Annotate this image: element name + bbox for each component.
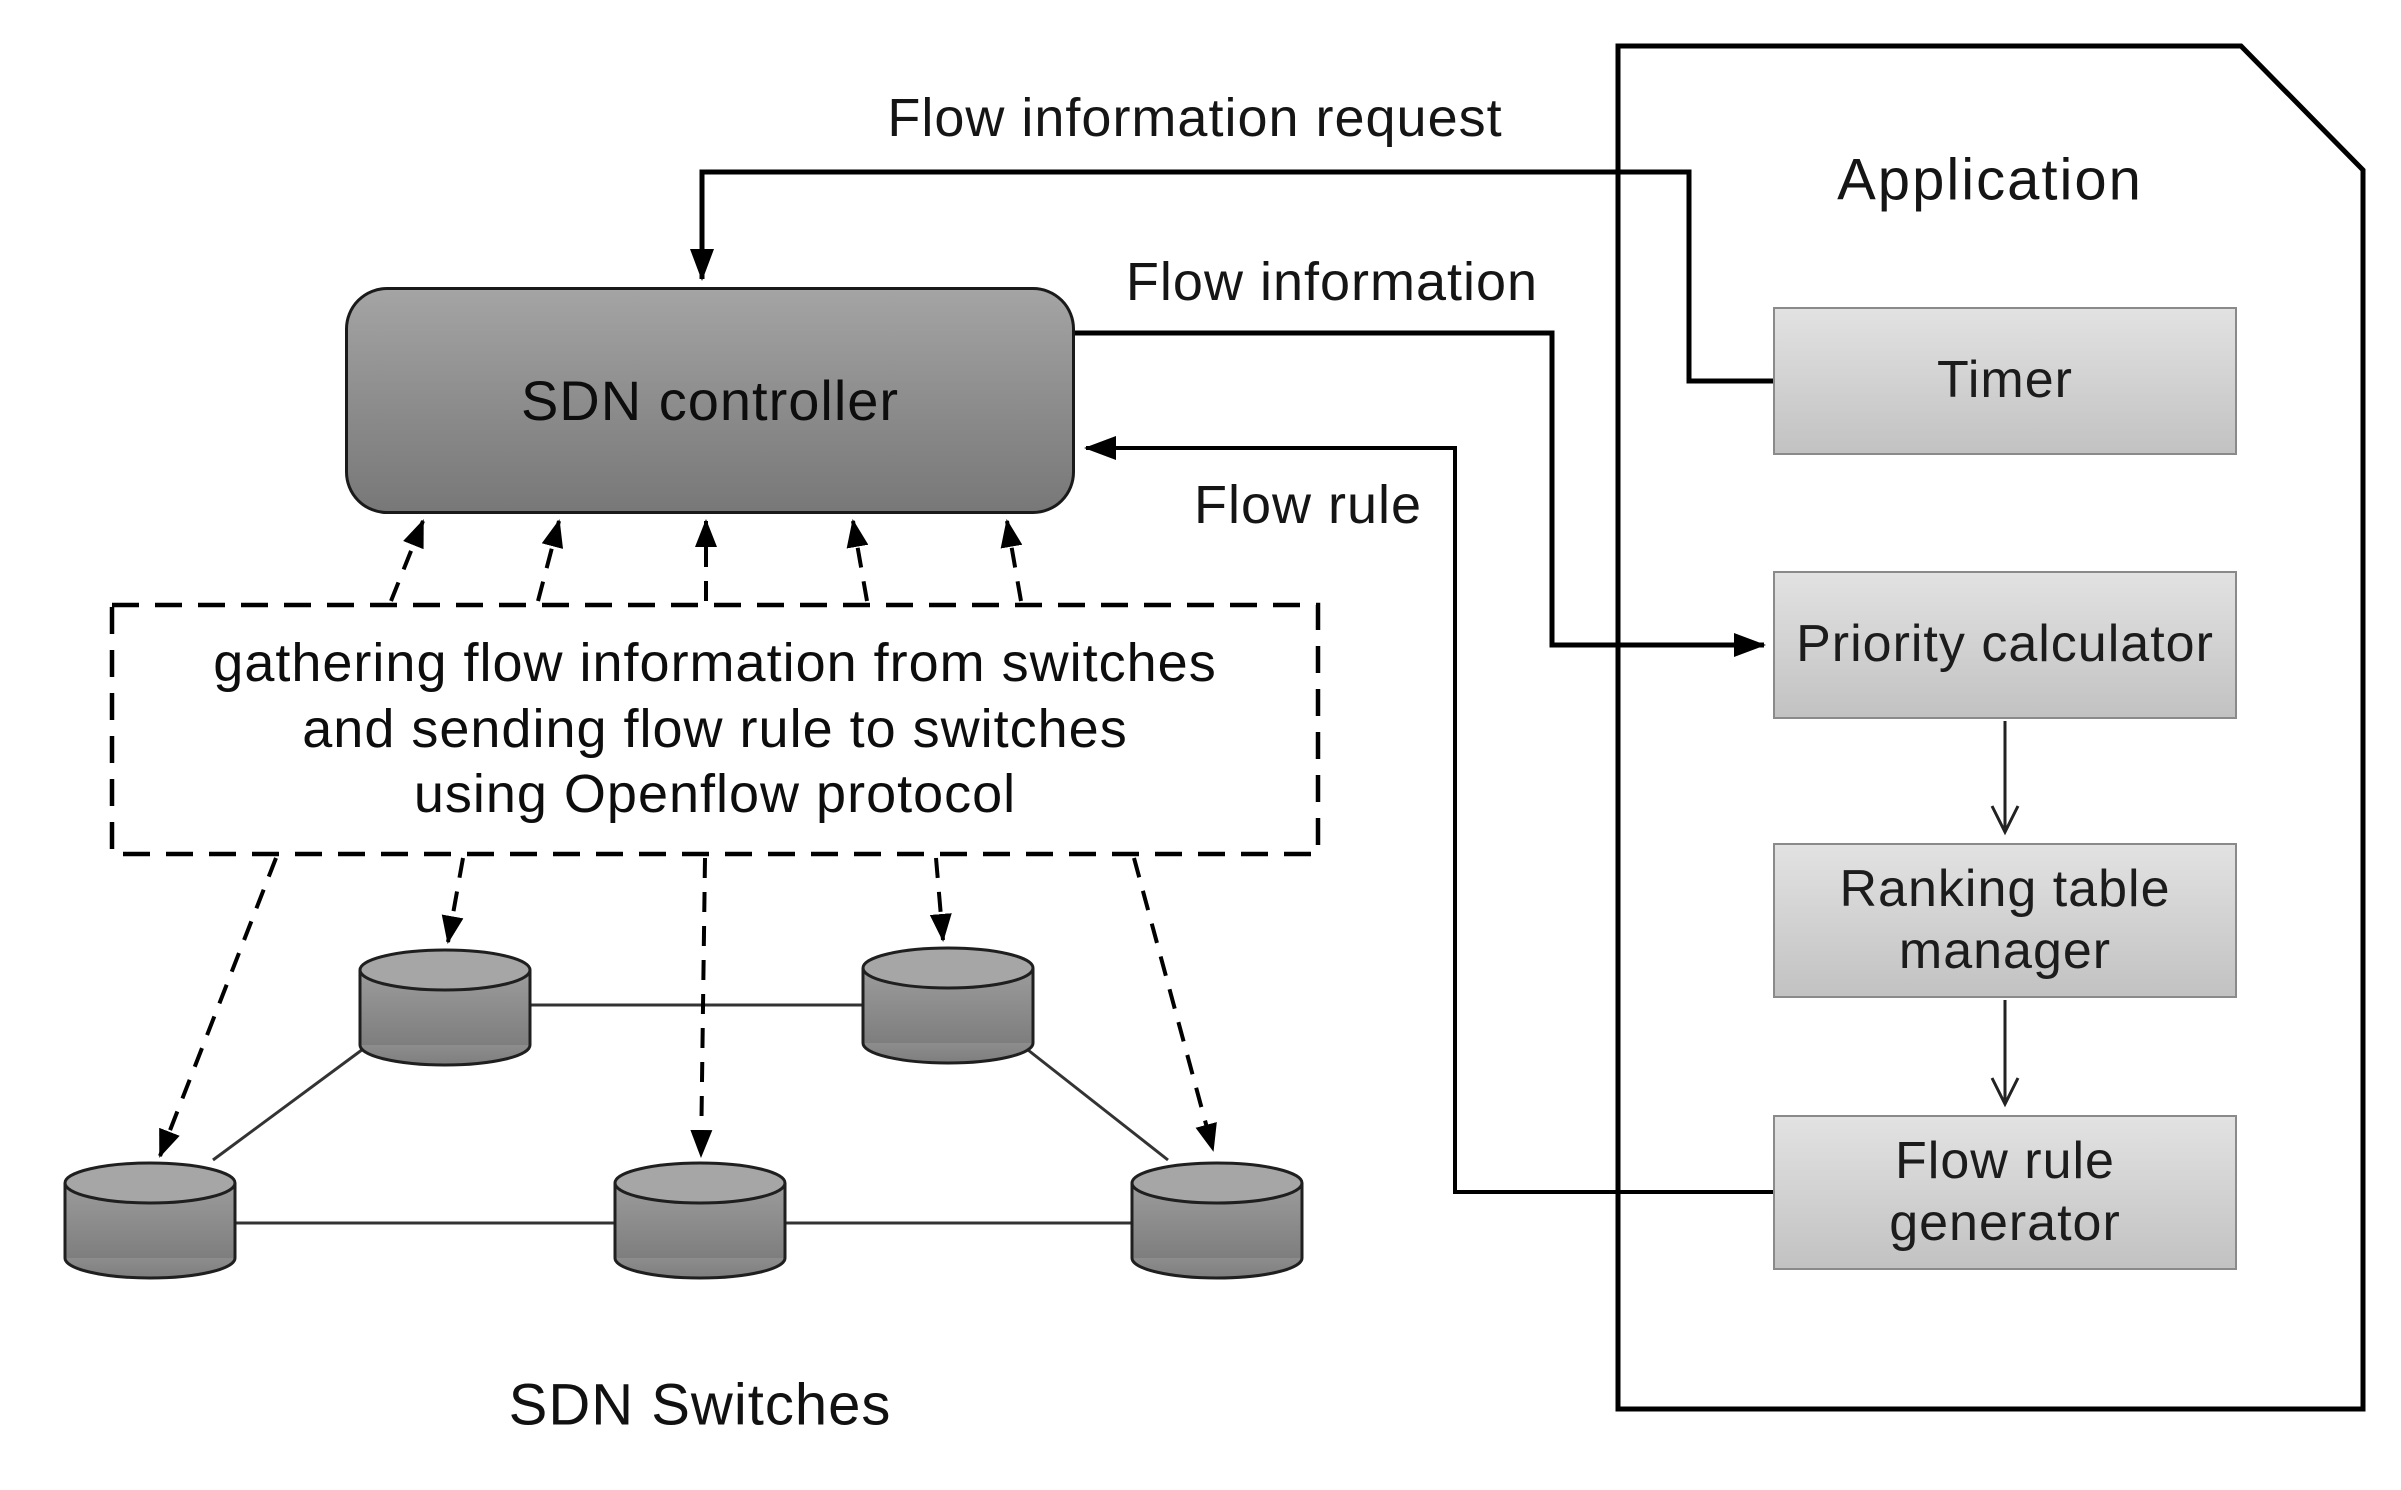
- switch-cylinder-bottom-left: [63, 1161, 237, 1280]
- openflow-dashed-arrow: [158, 857, 278, 1158]
- openflow-note-line3: using Openflow protocol: [413, 764, 1017, 825]
- switch-cylinder-top-right: [861, 946, 1035, 1065]
- openflow-note-line2: and sending flow rule to switches: [302, 698, 1128, 759]
- sdn-controller-label: SDN controller: [520, 369, 900, 432]
- switch-cylinder-bottom-right: [1130, 1161, 1304, 1280]
- openflow-dashed-arrow: [1132, 857, 1217, 1152]
- flow-information-label: Flow information: [1125, 252, 1539, 312]
- openflow-note-dashed-border: [109, 602, 1321, 857]
- openflow-dashed-arrows-up: [389, 519, 1023, 602]
- module-flow-rule-generator-label: Flow rule generator: [1889, 1132, 2121, 1252]
- openflow-note-box: gathering flow information from switches…: [112, 605, 1318, 854]
- module-timer: Timer: [1773, 307, 2237, 455]
- sdn-switches-caption: SDN Switches: [508, 1372, 892, 1438]
- module-flow-rule-generator: Flow rule generator: [1773, 1115, 2237, 1270]
- link-topright-bottomright: [1027, 1048, 1169, 1162]
- openflow-dashed-arrow: [441, 857, 465, 944]
- openflow-dashed-arrow: [1000, 519, 1023, 602]
- openflow-dashed-arrow: [690, 857, 713, 1158]
- module-ranking-table-manager: Ranking table manager: [1773, 843, 2237, 998]
- flow-rule-label: Flow rule: [1193, 475, 1423, 535]
- flow-information-request-line: [690, 169, 1773, 384]
- openflow-dashed-arrow: [389, 519, 425, 602]
- module-priority-calculator-label: Priority calculator: [1796, 615, 2214, 674]
- flow-rule-line: [1084, 436, 1773, 1194]
- link-topleft-bottomleft: [212, 1036, 379, 1162]
- openflow-dashed-arrows-down: [158, 857, 1217, 1158]
- sdn-switches-group: [63, 946, 1304, 1280]
- sdn-controller-box: SDN controller: [345, 287, 1075, 514]
- module-ranking-table-manager-label: Ranking table manager: [1839, 860, 2171, 980]
- switch-cylinder-bottom-middle: [613, 1161, 787, 1280]
- openflow-dashed-arrow: [536, 519, 564, 602]
- openflow-dashed-arrow: [929, 857, 952, 942]
- module-priority-calculator: Priority calculator: [1773, 571, 2237, 719]
- openflow-note-line1: gathering flow information from switches: [213, 632, 1217, 693]
- flow-information-line: [1075, 330, 1766, 657]
- switch-topology-links: [212, 1003, 1169, 1225]
- flow-information-request-label: Flow information request: [887, 88, 1503, 148]
- openflow-dashed-arrow: [846, 519, 869, 602]
- switch-cylinder-top-left: [358, 948, 532, 1067]
- module-timer-label: Timer: [1937, 351, 2073, 410]
- application-title: Application: [1837, 147, 2143, 213]
